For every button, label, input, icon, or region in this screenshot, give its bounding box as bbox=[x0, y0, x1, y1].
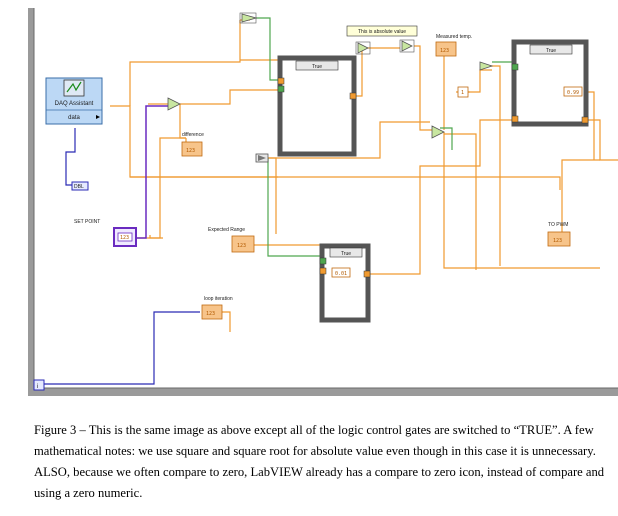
svg-text:123: 123 bbox=[237, 243, 246, 249]
greater-than-node[interactable] bbox=[431, 125, 445, 139]
svg-text:123: 123 bbox=[440, 48, 449, 54]
expected-range-indicator[interactable]: 123 bbox=[231, 235, 255, 253]
case-structure-1[interactable]: True bbox=[277, 55, 357, 157]
orange-wires bbox=[110, 19, 618, 332]
svg-text:i: i bbox=[37, 384, 38, 390]
constant-0-01[interactable] bbox=[331, 267, 351, 278]
daq-assistant-vi[interactable]: DAQ Assistant data bbox=[45, 77, 103, 125]
while-loop-frame bbox=[28, 8, 618, 396]
case-selector-3: True bbox=[341, 251, 351, 257]
case-structure-3[interactable]: True 0.01 bbox=[319, 243, 371, 323]
svg-text:DBL: DBL bbox=[74, 184, 84, 190]
figure-caption: Figure 3 – This is the same image as abo… bbox=[34, 420, 606, 504]
purple-wires bbox=[134, 105, 168, 239]
square-node[interactable] bbox=[239, 12, 258, 24]
set-point-control[interactable]: 123 bbox=[113, 227, 137, 247]
loop-iteration-label: loop iteration bbox=[204, 296, 233, 302]
svg-text:This is absolute value: This is absolute value bbox=[358, 29, 406, 35]
svg-text:1: 1 bbox=[461, 90, 464, 96]
case-selector-1: True bbox=[312, 64, 322, 70]
loop-index-terminal[interactable]: i bbox=[33, 379, 45, 391]
svg-text:123: 123 bbox=[120, 235, 129, 241]
subtract-node[interactable] bbox=[167, 97, 181, 111]
case-structure-2[interactable]: True 0.99 bbox=[511, 39, 589, 127]
absolute-value-note: This is absolute value bbox=[346, 25, 418, 37]
svg-text:123: 123 bbox=[186, 148, 195, 154]
svg-text:0.01: 0.01 bbox=[335, 271, 347, 277]
and-node[interactable] bbox=[479, 61, 494, 71]
daq-output-terminal[interactable]: DBL bbox=[71, 181, 89, 191]
sqrt-node[interactable] bbox=[355, 41, 371, 55]
svg-text:123: 123 bbox=[553, 238, 562, 244]
to-pwm-label: TO PWM bbox=[548, 222, 568, 228]
svg-text:0.99: 0.99 bbox=[567, 90, 579, 96]
daq-assistant-title: DAQ Assistant bbox=[55, 101, 94, 107]
svg-text:123: 123 bbox=[206, 311, 215, 317]
measured-temp-indicator[interactable]: 123 bbox=[435, 41, 457, 57]
to-pwm-indicator[interactable]: 123 bbox=[547, 231, 571, 247]
expected-range-label: Expected Range bbox=[208, 227, 245, 233]
labview-block-diagram: DAQ Assistant data DBL SET POINT 123 bbox=[28, 8, 618, 396]
compare-node[interactable] bbox=[255, 153, 269, 163]
figure-caption-text: Figure 3 – This is the same image as abo… bbox=[34, 423, 605, 500]
difference-label: difference bbox=[182, 132, 204, 138]
green-wires bbox=[256, 17, 514, 257]
daq-data-port: data bbox=[68, 115, 80, 121]
difference-indicator[interactable]: 123 bbox=[181, 141, 203, 157]
case-selector-2: True bbox=[546, 48, 556, 54]
measured-temp-label: Measured temp. bbox=[436, 34, 472, 40]
loop-iteration-indicator[interactable]: 123 bbox=[201, 304, 223, 320]
blue-wires bbox=[40, 128, 200, 385]
constant-0-99[interactable] bbox=[563, 86, 583, 97]
set-point-label: SET POINT bbox=[74, 219, 100, 225]
constant-one[interactable]: 1 bbox=[457, 86, 469, 98]
absolute-node[interactable] bbox=[399, 39, 415, 53]
